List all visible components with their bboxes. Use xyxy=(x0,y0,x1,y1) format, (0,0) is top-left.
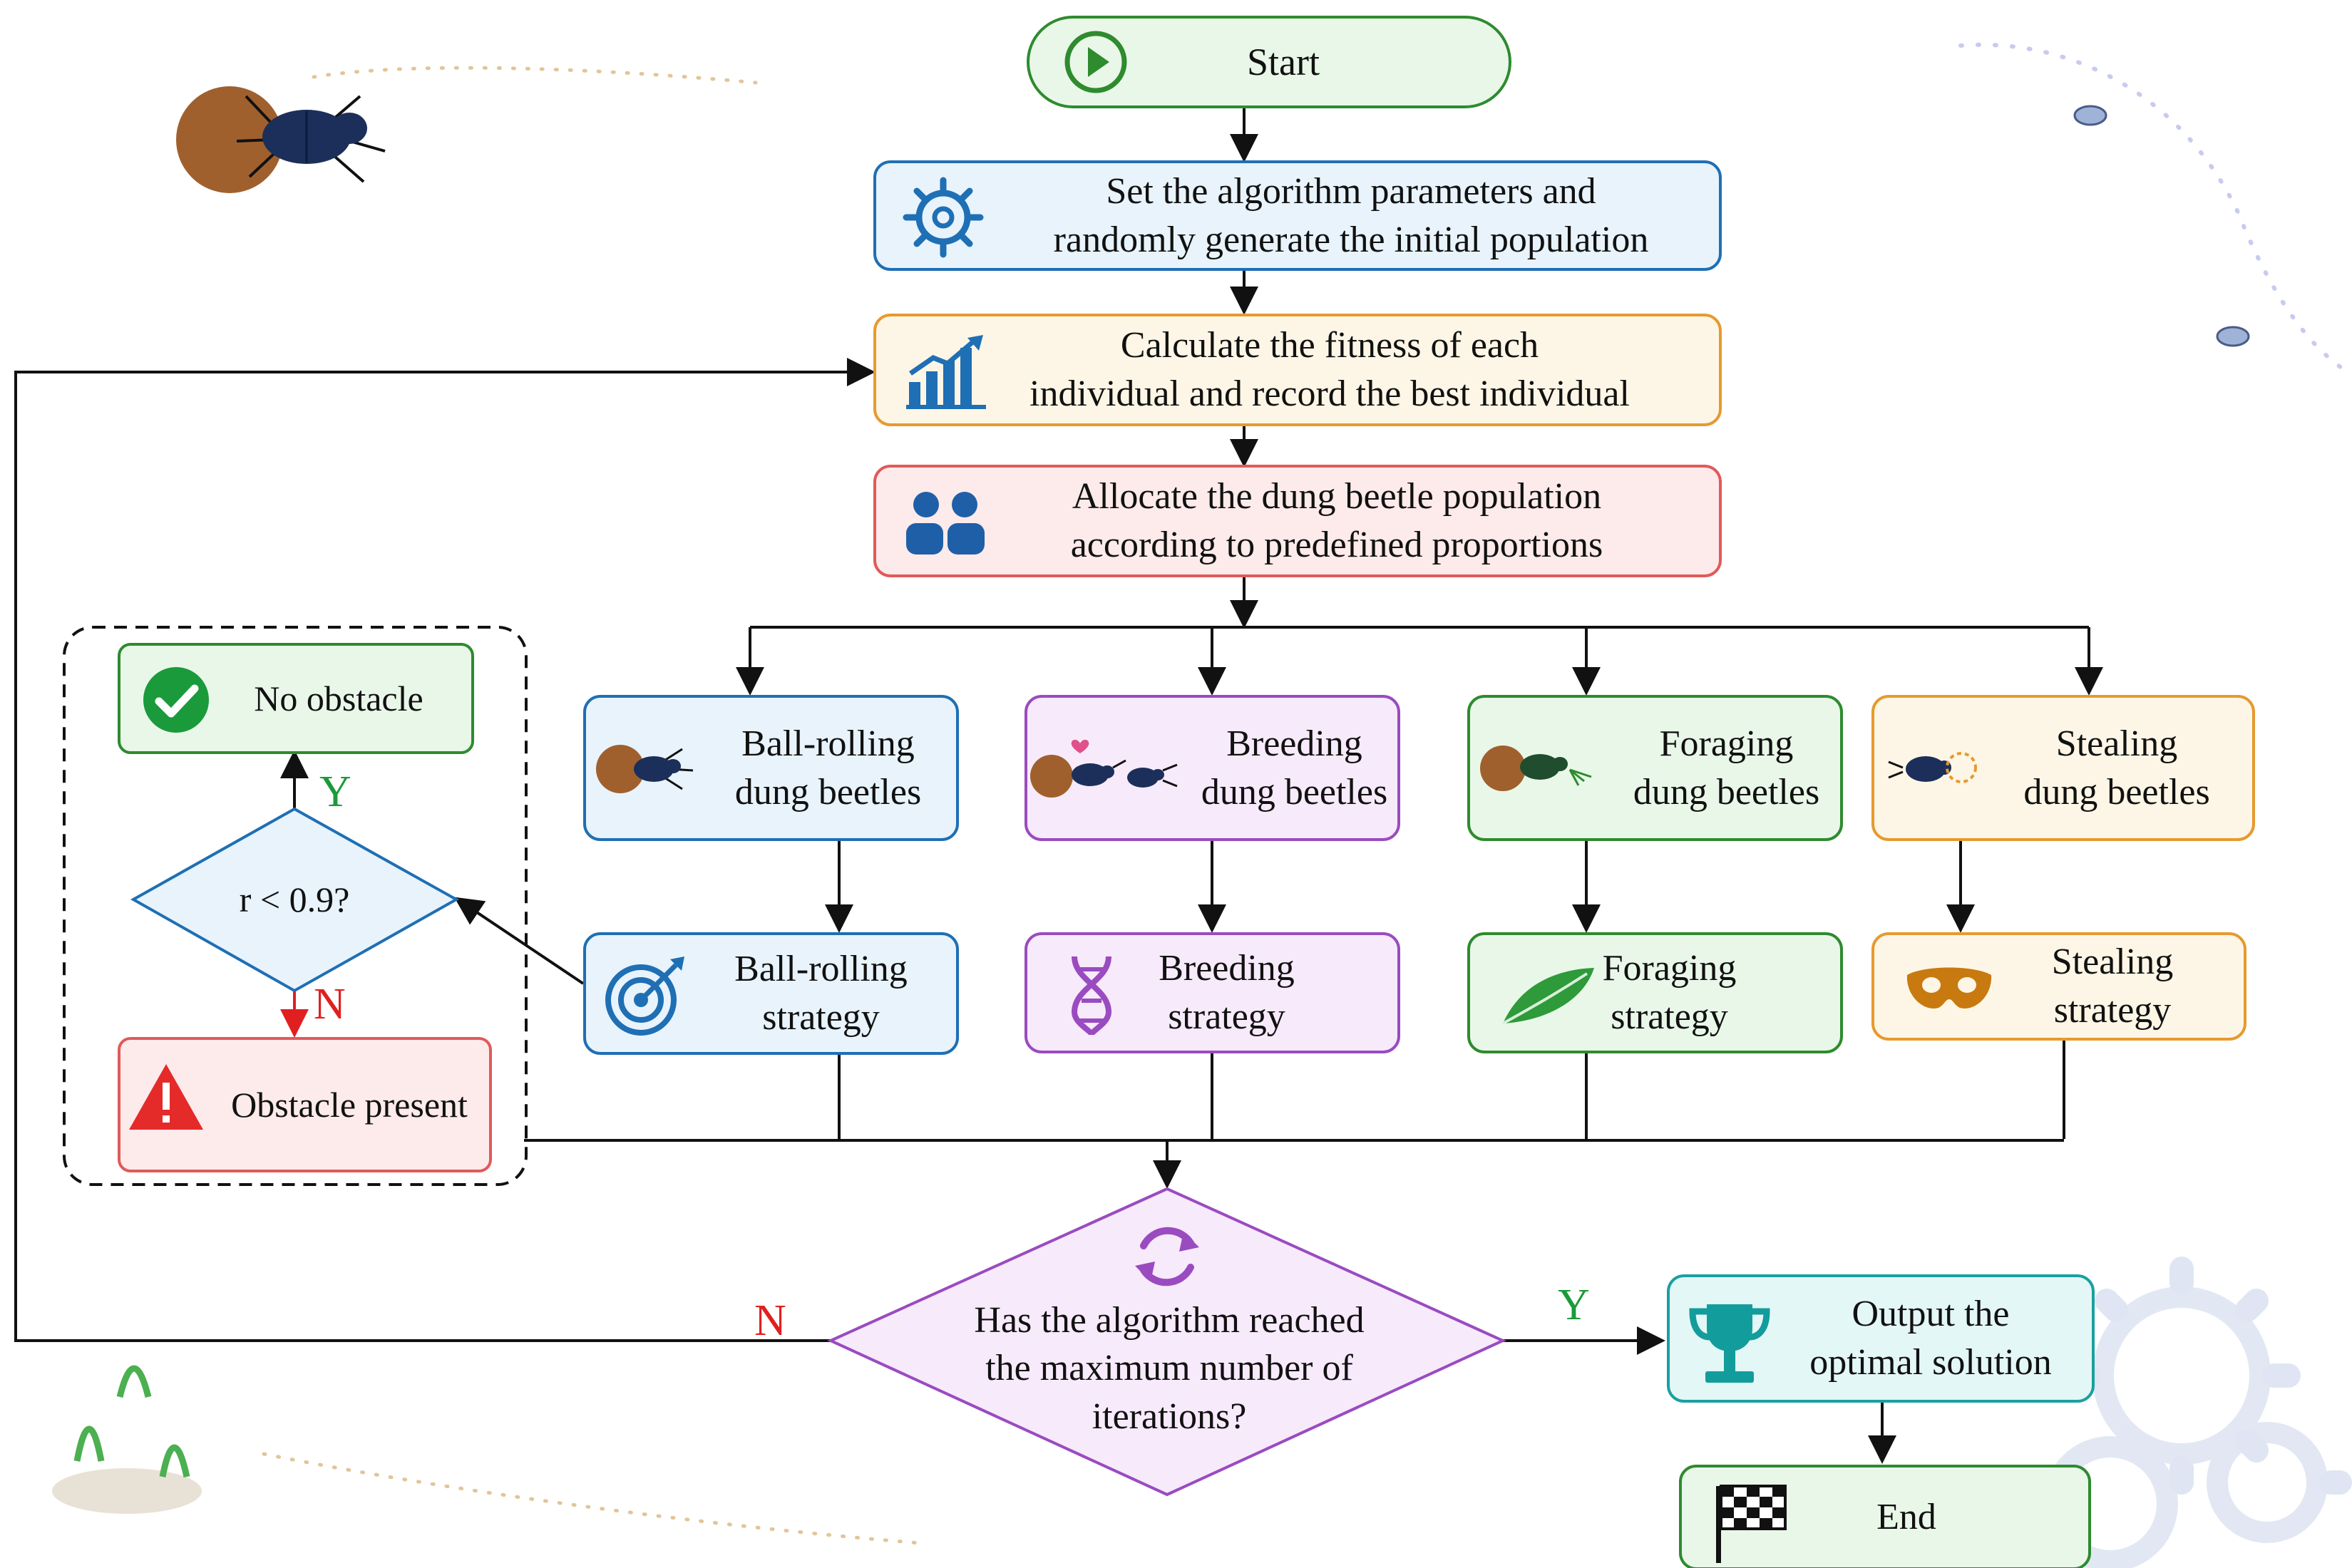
iteration-check-label-box: Has the algorithm reached the maximum nu… xyxy=(920,1294,1419,1443)
no-obstacle-label: No obstacle xyxy=(254,678,423,718)
r-yes-label: Y xyxy=(319,768,351,816)
trophy-icon xyxy=(1689,1304,1770,1383)
play-icon xyxy=(1064,31,1127,93)
beetle-icon xyxy=(596,745,694,793)
r-check-diamond xyxy=(130,807,460,993)
foraging-strategy-node: Foraging strategy xyxy=(1467,932,1843,1053)
group-icon xyxy=(906,492,985,555)
foraging-beetles-label: Foraging dung beetles xyxy=(1633,723,1820,813)
iteration-check-diamond xyxy=(827,1187,1506,1497)
flying-bug-decoration xyxy=(2073,105,2250,347)
ball-rolling-beetles-node: Ball-rolling dung beetles xyxy=(583,695,959,841)
foraging-beetles-node: Foraging dung beetles xyxy=(1467,695,1843,841)
dotted-trail-top-left xyxy=(312,66,758,85)
ball-rolling-beetles-label: Ball-rolling dung beetles xyxy=(734,723,922,813)
no-obstacle-node: No obstacle xyxy=(118,643,474,754)
stealing-strategy-node: Stealing strategy xyxy=(1871,932,2246,1041)
dna-icon xyxy=(1071,956,1112,1036)
obstacle-check-group xyxy=(63,626,528,1186)
r-no-label: N xyxy=(314,980,346,1028)
end-node: End xyxy=(1679,1465,2091,1568)
iteration-check-label: Has the algorithm reached the maximum nu… xyxy=(974,1299,1365,1437)
ball-rolling-strategy-label: Ball-rolling strategy xyxy=(734,949,908,1038)
mask-icon xyxy=(1906,967,1992,1009)
gear-icon xyxy=(903,177,984,258)
breeding-strategy-label: Breeding strategy xyxy=(1159,948,1295,1037)
beetle-foraging-icon xyxy=(1480,746,1592,791)
beetle-stealing-icon xyxy=(1888,752,1977,783)
gear-decoration xyxy=(2043,1286,2328,1568)
breeding-beetles-node: Breeding dung beetles xyxy=(1024,695,1400,841)
arrow-ball-rolling-strategy-to-check xyxy=(454,897,585,985)
fitness-node: Calculate the fitness of each individual… xyxy=(873,314,1722,426)
allocate-node: Allocate the dung beetle population acco… xyxy=(873,465,1722,577)
obstacle-present-label: Obstacle present xyxy=(231,1084,468,1125)
dotted-trail-bottom xyxy=(262,1452,922,1545)
breeding-beetles-label: Breeding dung beetles xyxy=(1201,723,1388,813)
dotted-trail-top-right xyxy=(1958,42,2348,373)
target-icon xyxy=(605,956,684,1036)
stealing-beetles-node: Stealing dung beetles xyxy=(1871,695,2255,841)
check-icon xyxy=(143,667,209,733)
obstacle-present-node: Obstacle present xyxy=(118,1037,492,1172)
r-check-label-box: r < 0.9? xyxy=(185,859,404,940)
output-node: Output the optimal solution xyxy=(1667,1274,2095,1403)
iteration-no-label: N xyxy=(754,1296,786,1345)
leaf-icon xyxy=(1502,968,1594,1025)
set-parameters-label: Set the algorithm parameters and randoml… xyxy=(1053,170,1649,260)
checkered-flag-icon xyxy=(1716,1485,1787,1563)
refresh-icon xyxy=(1135,1227,1199,1286)
r-check-label: r < 0.9? xyxy=(239,879,350,919)
breeding-strategy-node: Breeding strategy xyxy=(1024,932,1400,1053)
stealing-strategy-label: Stealing strategy xyxy=(2051,942,2174,1031)
output-label: Output the optimal solution xyxy=(1809,1294,2052,1383)
bar-chart-icon xyxy=(906,335,986,409)
fitness-label: Calculate the fitness of each individual… xyxy=(1029,325,1630,414)
ball-rolling-strategy-node: Ball-rolling strategy xyxy=(583,932,959,1055)
beetle-pair-icon xyxy=(1030,739,1178,798)
start-node: Start xyxy=(1027,16,1511,108)
foraging-strategy-label: Foraging strategy xyxy=(1602,948,1737,1037)
allocate-label: Allocate the dung beetle population acco… xyxy=(1070,476,1603,565)
warning-icon xyxy=(129,1064,203,1130)
stealing-beetles-label: Stealing dung beetles xyxy=(2023,723,2210,813)
grass-decoration xyxy=(52,1365,202,1514)
start-label: Start xyxy=(1247,40,1320,83)
end-label: End xyxy=(1876,1497,1936,1538)
beetle-ball-decoration xyxy=(176,86,386,193)
set-parameters-node: Set the algorithm parameters and randoml… xyxy=(873,160,1722,271)
iteration-yes-label: Y xyxy=(1558,1281,1590,1329)
arrow-iteration-no-loop xyxy=(14,358,875,1342)
